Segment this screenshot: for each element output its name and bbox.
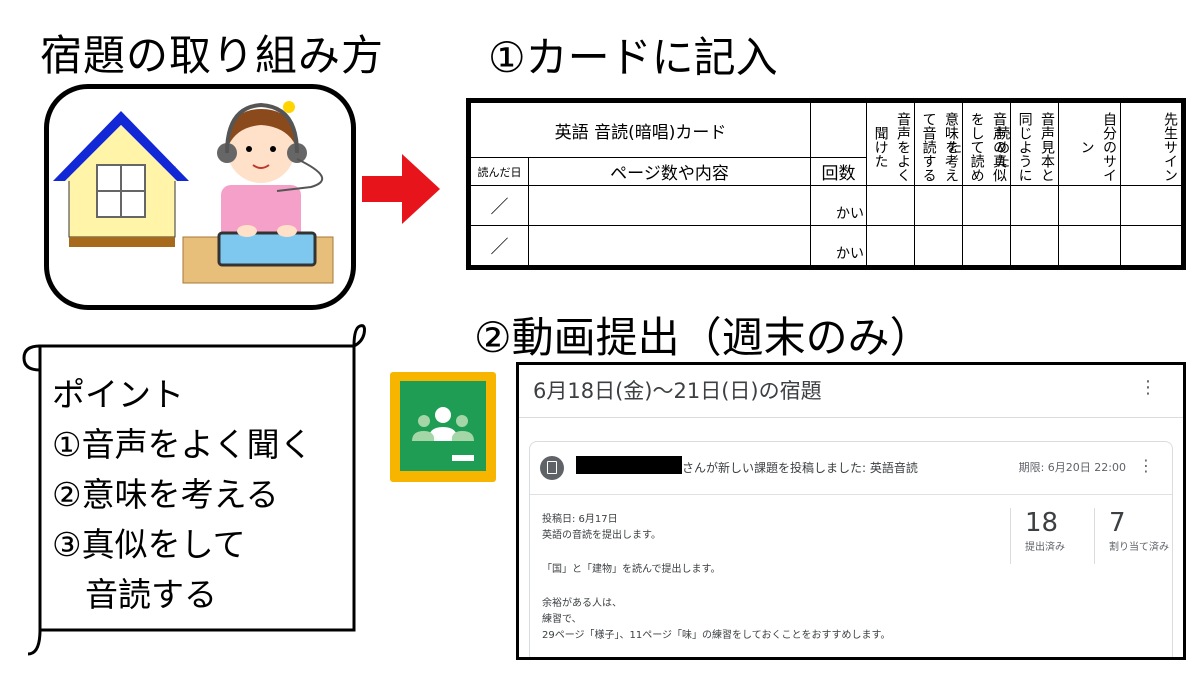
body-line: 英語の音読を提出します。 bbox=[542, 530, 661, 541]
assignment-title: 6月18日(金)～21日(日)の宿題 bbox=[533, 379, 822, 403]
body-line: 練習で、 bbox=[542, 614, 582, 625]
point-item: 音読する bbox=[52, 575, 217, 614]
arrow-right-icon bbox=[362, 154, 440, 224]
assignment-card: さんが新しい課題を投稿しました: 英語音読 期限: 6月20日 22:00 ⋮ … bbox=[529, 441, 1173, 657]
col-date: 読んだ日 bbox=[470, 157, 529, 186]
redacted-name bbox=[576, 456, 682, 474]
assignment-icon bbox=[540, 456, 564, 480]
submitted-stat[interactable]: 18 提出済み bbox=[1010, 508, 1065, 564]
assignment-body: 投稿日: 6月17日 英語の音読を提出します。 「国」と「建物」を読んで提出しま… bbox=[542, 512, 890, 644]
more-menu-icon[interactable]: ⋮ bbox=[1139, 377, 1157, 398]
page-title: 宿題の取り組み方 bbox=[40, 31, 385, 80]
points-box: ポイント ①音声をよく聞く ②意味を考える ③真似をして 音読する bbox=[52, 370, 313, 620]
body-line: 余裕がある人は、 bbox=[542, 598, 622, 609]
row-date: ／ bbox=[470, 185, 529, 226]
kai-label: かい bbox=[836, 246, 865, 262]
classroom-screenshot: 6月18日(金)～21日(日)の宿題 ⋮ さんが新しい課題を投稿しました: 英語… bbox=[516, 362, 1186, 660]
check-col-4: 音声見本と同じように読めた bbox=[994, 102, 1060, 186]
points-heading: ポイント bbox=[52, 375, 184, 414]
kai-label: かい bbox=[836, 206, 865, 222]
body-line: 「国」と「建物」を読んで提出します。 bbox=[542, 564, 721, 575]
check-col-5: 自分のサイン bbox=[1058, 102, 1122, 186]
reading-card: 英語 音読(暗唱)カード 音声をよく聞けた 意味を考えて音読する 音声の真似をし… bbox=[466, 98, 1186, 270]
row-date: ／ bbox=[470, 225, 529, 266]
col-count: 回数 bbox=[810, 157, 868, 186]
posted-date: 投稿日: 6月17日 bbox=[542, 514, 618, 525]
check-col-1: 音声をよく聞けた bbox=[866, 102, 916, 186]
post-text: さんが新しい課題を投稿しました: 英語音読 bbox=[682, 461, 918, 475]
submitted-label: 提出済み bbox=[1025, 542, 1065, 553]
study-at-home-illustration bbox=[44, 84, 356, 310]
check-col-3: 音声の真似をして読めた bbox=[946, 102, 1012, 186]
card-menu-icon[interactable]: ⋮ bbox=[1138, 456, 1154, 475]
submitted-count: 18 bbox=[1025, 508, 1059, 538]
assigned-stat[interactable]: 7 割り当て済み bbox=[1094, 508, 1169, 564]
point-item: ①音声をよく聞く bbox=[52, 425, 313, 464]
classroom-board-icon bbox=[400, 381, 486, 471]
due-date: 期限: 6月20日 22:00 bbox=[1018, 461, 1126, 474]
point-item: ③真似をして bbox=[52, 525, 246, 564]
teacher-sign-col: 先生サイン bbox=[1120, 102, 1182, 186]
home-study-icon bbox=[53, 101, 334, 284]
step2-title: ②動画提出（週末のみ） bbox=[474, 313, 932, 362]
assigned-count: 7 bbox=[1109, 508, 1126, 538]
body-line: 29ページ「様子」、11ページ「味」の練習をしておくことをおすすめします。 bbox=[542, 630, 891, 641]
step1-title: ①カードに記入 bbox=[488, 33, 778, 82]
point-item: ②意味を考える bbox=[52, 475, 279, 514]
col-page: ページ数や内容 bbox=[527, 157, 812, 186]
assigned-label: 割り当て済み bbox=[1109, 542, 1169, 553]
card-title: 英語 音読(暗唱)カード bbox=[469, 101, 812, 159]
scroll-frame bbox=[22, 324, 366, 656]
